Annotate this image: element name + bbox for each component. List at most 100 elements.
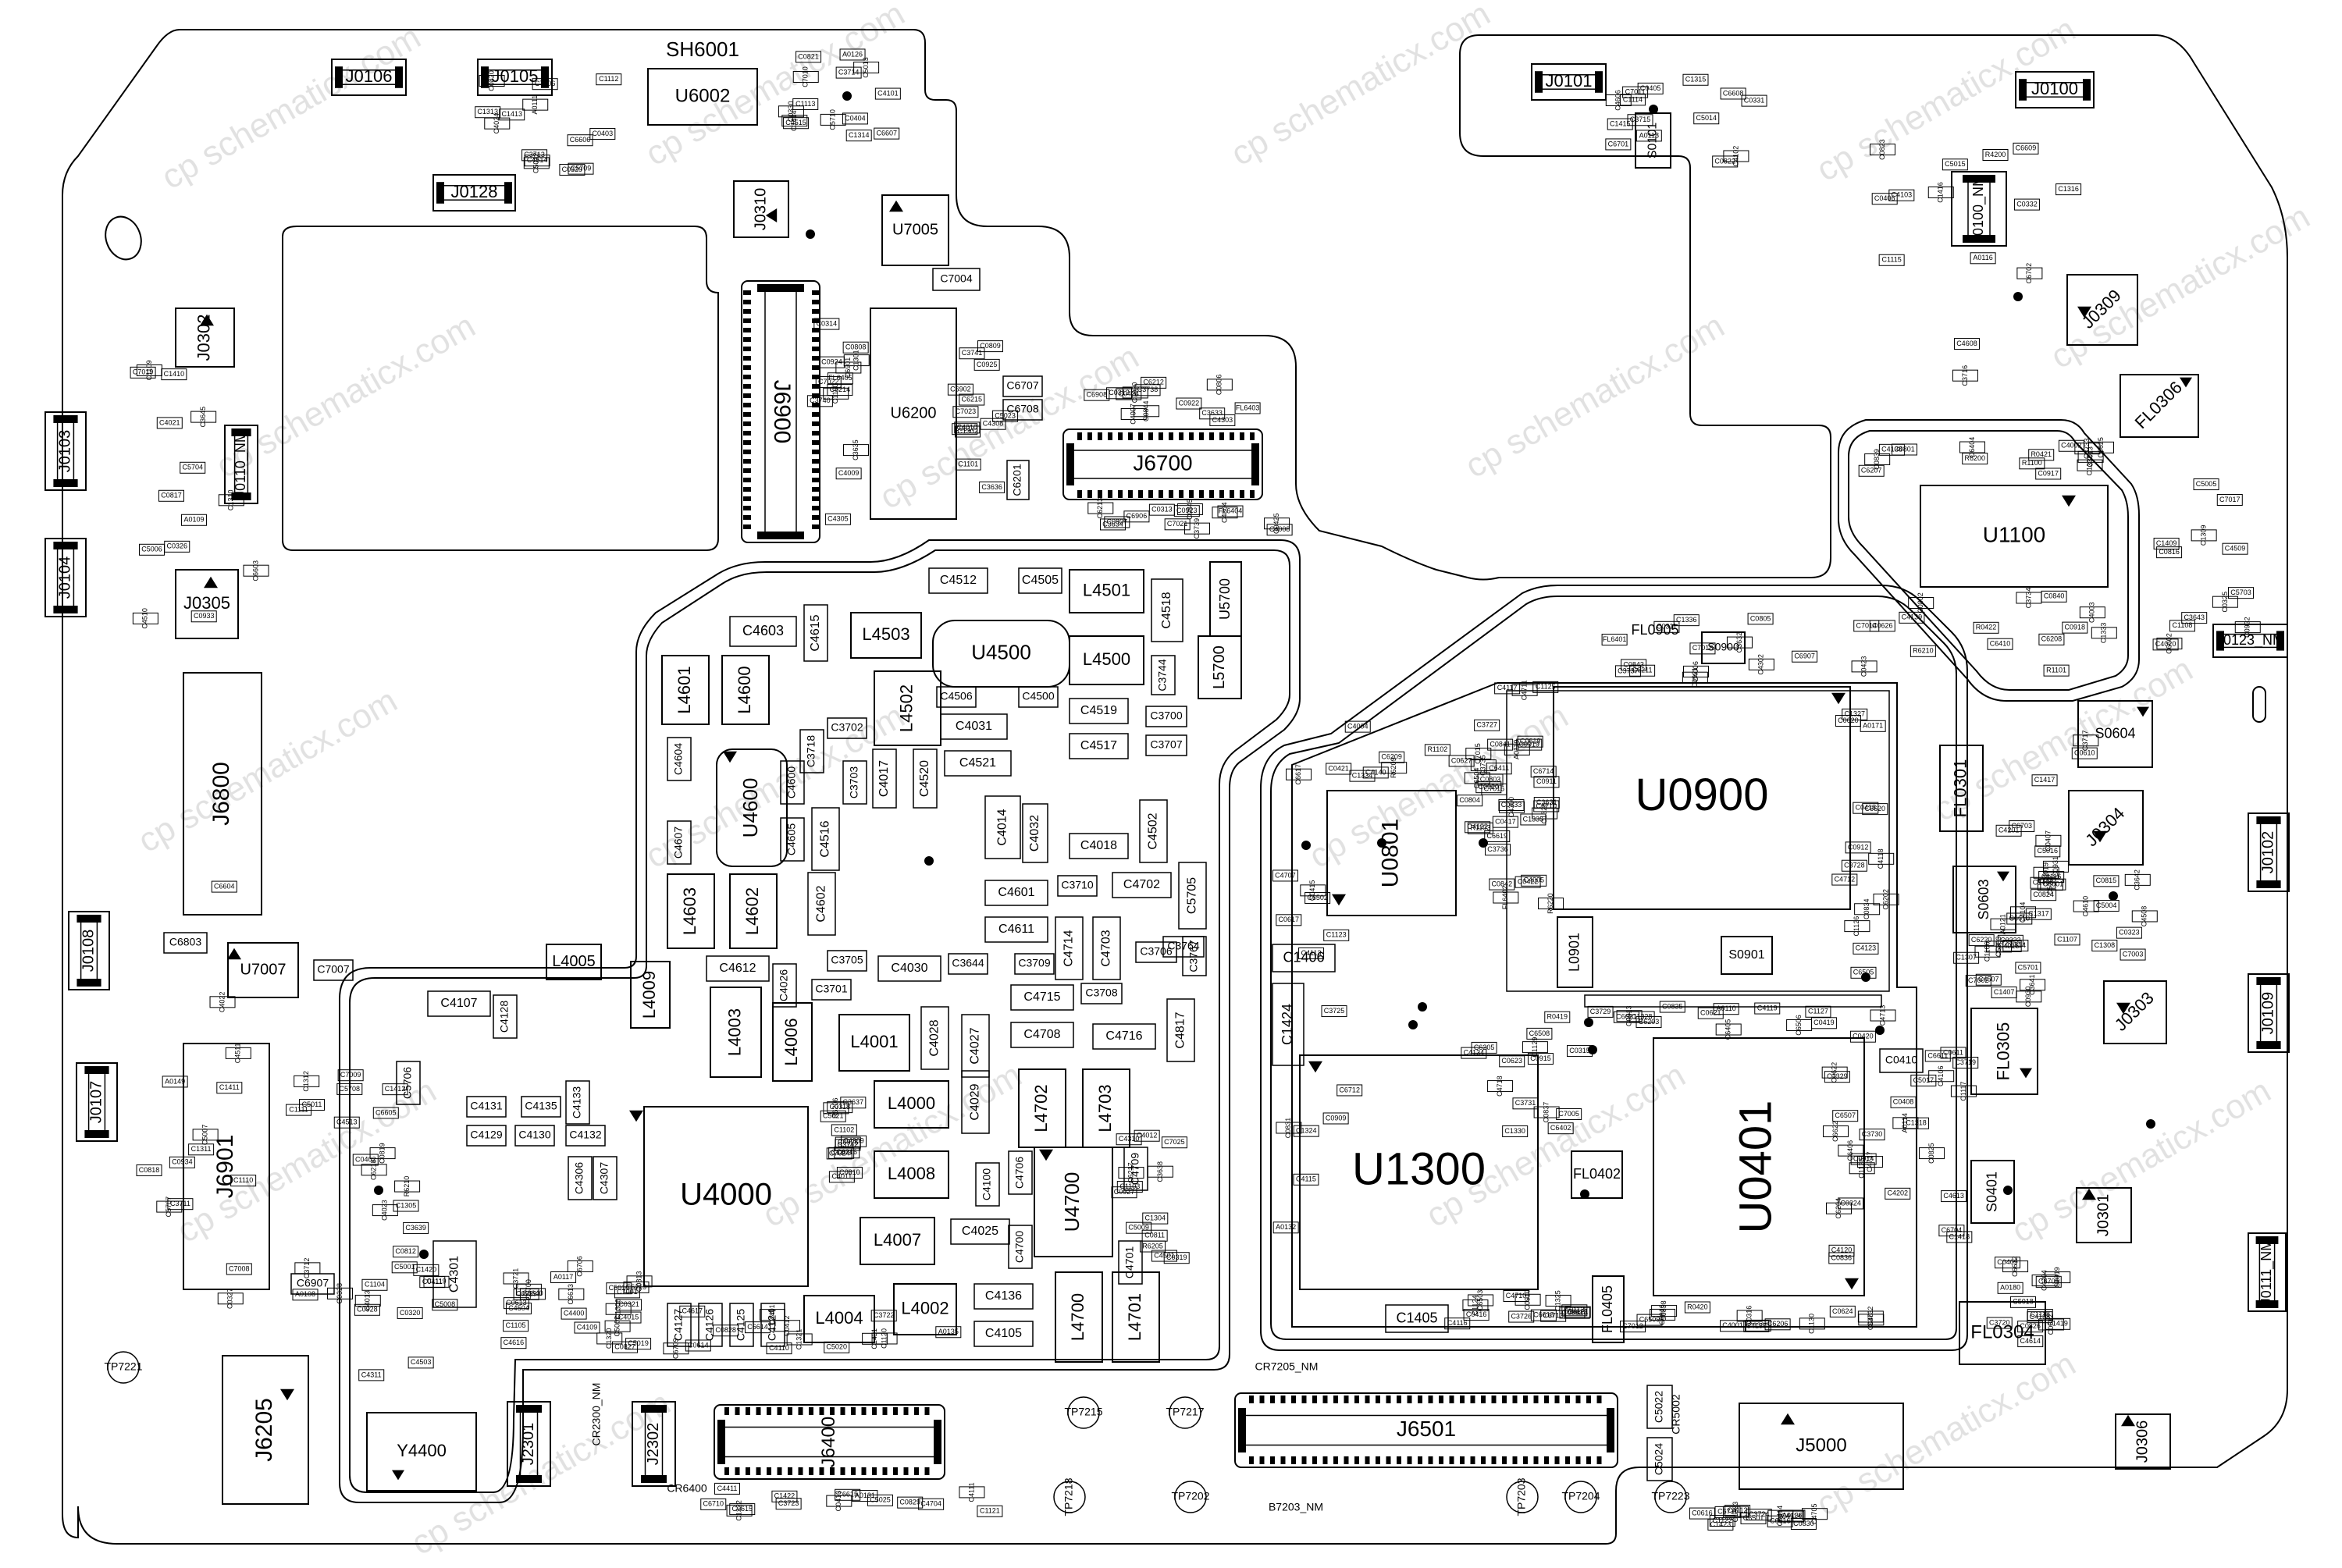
smd-pad-outline [1084, 389, 1110, 401]
connector-pin [1512, 1456, 1518, 1464]
small-part-c4113-label: C4113 [1301, 949, 1322, 957]
connector-pin [1301, 1456, 1307, 1464]
smd-pad-outline [2077, 450, 2104, 463]
smd-pad-outline [294, 1075, 320, 1087]
smd-pad-outline [774, 1320, 801, 1332]
capacitor-c4517-label: C4517 [1080, 739, 1117, 752]
smd-pad-outline [1349, 770, 1376, 782]
smd-pad-outline [842, 341, 869, 354]
fiducial-dot [1418, 1002, 1427, 1012]
capacitor-c4506-label: C4506 [940, 690, 972, 702]
small-part-c3634-label: C3634 [1102, 520, 1123, 528]
small-part-c4007-label: C4007 [1130, 404, 1137, 425]
smd-pad-outline [2169, 620, 2195, 632]
smd-pad-outline [1689, 1507, 1715, 1520]
smd-pad-outline [1620, 1321, 1646, 1333]
connector-pin [1169, 490, 1173, 498]
small-part-c6614-label: C6614 [747, 1323, 768, 1331]
watermark-text: cp schematicx.com [874, 338, 1145, 517]
small-part-c5007-label: C5007 [201, 1125, 209, 1146]
capacitor-c4716-label: C4716 [1105, 1029, 1142, 1043]
smd-pad-outline [393, 1246, 419, 1258]
capacitor-c4701-outline [1118, 1240, 1143, 1285]
capacitor-c4025-outline [950, 1218, 1010, 1245]
capacitor-c4130-label: C4130 [518, 1129, 550, 1141]
smd-pad-outline [845, 130, 872, 142]
small-part-a0117-label: A0117 [553, 1273, 573, 1281]
smd-pad-outline [1532, 681, 1559, 693]
small-part-c7001-label: C7001 [617, 1288, 638, 1296]
smd-pad-outline [180, 514, 207, 526]
connector-j0109-outline [2248, 973, 2290, 1053]
smd-pad-outline [294, 1262, 321, 1275]
connector-end-pad [504, 182, 512, 204]
connector-end-pad [335, 66, 343, 88]
small-part-c6504-label: C6504 [1473, 768, 1481, 789]
connector-pin [743, 403, 751, 407]
connector-pin [1344, 1396, 1349, 1403]
smd-pad-outline [2035, 1275, 2062, 1288]
smd-pad-outline [1517, 735, 1543, 748]
small-part-c0332-label: C0332 [2016, 200, 2038, 208]
connector-pin [1365, 1456, 1370, 1464]
capacitor-c4603-label: C4603 [742, 623, 784, 638]
smd-pad-outline [1682, 73, 1709, 86]
connector-end-pad [53, 542, 78, 549]
small-part-c0405-label: C0405 [1640, 84, 1661, 92]
fiducial-dot [1875, 1026, 1885, 1035]
small-part-c0422-label: C0422 [1518, 878, 1539, 886]
connector-pin [1502, 1396, 1507, 1403]
smd-pad-outline [726, 1504, 753, 1516]
connector-pin [812, 459, 820, 464]
part-s0604-outline [2077, 700, 2153, 768]
connector-j0103-label: J0103 [56, 430, 73, 473]
smd-pad-outline [2153, 537, 2180, 549]
connector-pin [1087, 490, 1092, 498]
inductor-l4007-outline [860, 1217, 935, 1265]
smd-pad-outline [792, 98, 819, 111]
part-fl0905-label: FL0905 [1631, 622, 1678, 638]
small-part-a0111-label: A0111 [531, 95, 539, 115]
capacitor-c4500-outline [1018, 686, 1059, 708]
small-part-c0626-label: C0626 [1872, 621, 1893, 629]
connector-pin [743, 337, 751, 342]
small-part-c1121-label: C1121 [980, 1507, 1000, 1515]
small-part-fl6401-label: FL6401 [1603, 635, 1627, 643]
inductor-l4004-outline [803, 1295, 875, 1343]
smd-pad-outline [2019, 457, 2045, 470]
connector-j0301-outline [2076, 1187, 2132, 1243]
connector-pin [1386, 1456, 1391, 1464]
small-part-c6208-label: C6208 [2041, 635, 2063, 643]
connector-j0303-label: J0303 [2111, 988, 2158, 1035]
connector-j0100_nm-outline [1951, 171, 2007, 247]
small-part-c0927-label: C0927 [1114, 1188, 1135, 1196]
small-part-c7020-label: C7020 [1131, 382, 1139, 404]
smd-pad-outline [2216, 493, 2243, 506]
smd-pad-outline [1707, 1518, 1734, 1531]
watermark-text: cp schematicx.com [756, 1056, 1028, 1235]
connector-end-pad [53, 606, 78, 613]
capacitor-c4031-outline [940, 713, 1008, 740]
connector-j6800-outline [183, 672, 262, 916]
small-part-c3734-label: C3734 [2024, 588, 2032, 609]
test-point-b7203_nm-label: B7203_NM [1269, 1501, 1323, 1513]
small-part-c6206-label: C6206 [1767, 1320, 1789, 1328]
small-part-c1315-label: C1315 [1685, 76, 1707, 84]
smd-pad-outline [959, 393, 985, 406]
small-part-c3642-label: C3642 [2134, 869, 2141, 891]
small-part-c3638-label: C3638 [1156, 1161, 1164, 1182]
ic-u0900-label: U0900 [1635, 770, 1769, 820]
capacitor-c6708-outline [1002, 399, 1043, 421]
connector-pin [812, 403, 820, 407]
connector-pin [819, 1467, 824, 1475]
capacitor-c3718-outline [799, 729, 824, 773]
smd-pad-outline [1522, 1041, 1548, 1054]
capacitor-c6708-label: C6708 [1006, 403, 1038, 415]
smd-pad-outline [369, 1147, 396, 1160]
pin1-marker-icon [2062, 495, 2076, 507]
test-point-tp7215 [1067, 1396, 1100, 1429]
small-part-c0620-label: C0620 [1838, 716, 1859, 724]
small-part-c1416-label: C1416 [1937, 182, 1945, 203]
small-part-c0331-label: C0331 [1744, 96, 1765, 104]
smd-pad-outline [568, 162, 594, 175]
